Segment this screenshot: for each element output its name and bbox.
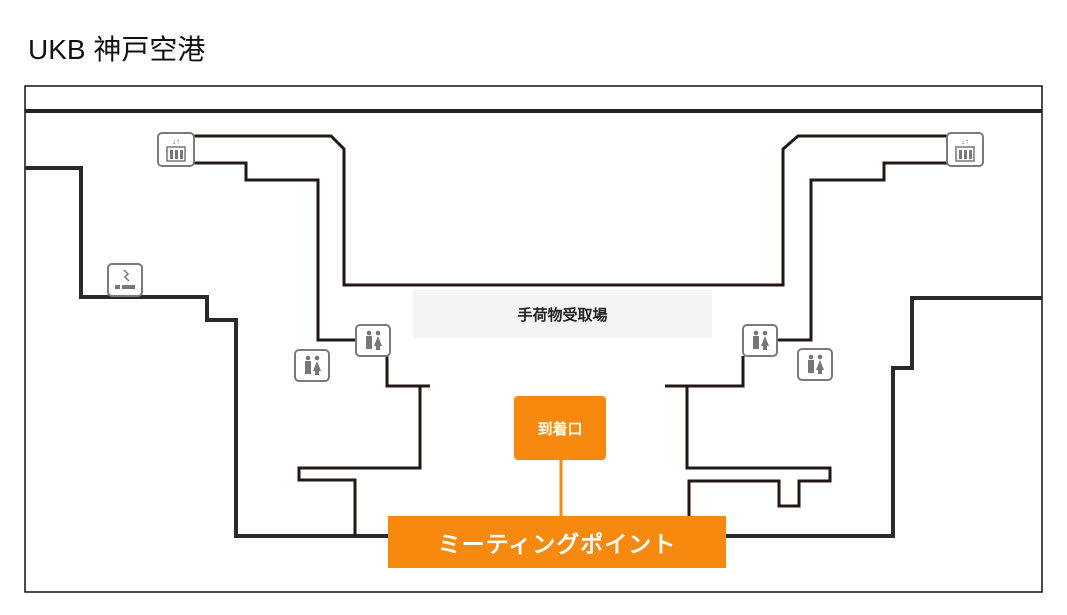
- restroom-icon: [742, 324, 778, 357]
- baggage-claim-area: 手荷物受取場: [413, 290, 712, 338]
- restroom-icon: [355, 324, 391, 357]
- arrival-gate-marker: 到着口: [514, 396, 606, 460]
- smoking-area-icon: [107, 263, 143, 297]
- inner-walls: [193, 134, 948, 536]
- svg-text:↓↑: ↓↑: [172, 137, 180, 146]
- page-title: UKB 神戸空港: [28, 34, 206, 65]
- map-frame: [24, 85, 1043, 593]
- outer-walls: [25, 166, 1042, 538]
- restroom-icon: [797, 348, 833, 381]
- elevator-icon: ↓↑: [946, 132, 984, 167]
- svg-text:↓↑: ↓↑: [961, 137, 969, 146]
- restroom-icon: [294, 349, 330, 382]
- meeting-point-marker: ミーティングポイント: [388, 516, 726, 568]
- elevator-icon: ↓↑: [157, 132, 195, 167]
